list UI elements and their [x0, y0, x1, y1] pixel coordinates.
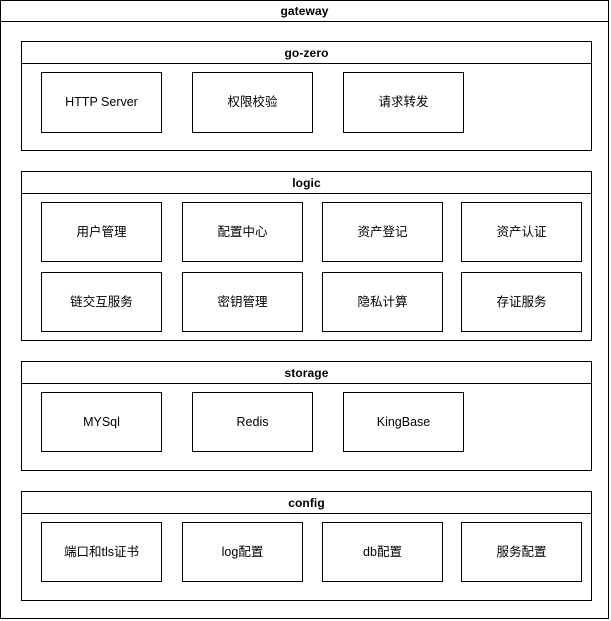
node-chain-interaction-service: 链交互服务: [41, 272, 162, 332]
node-auth-check: 权限校验: [192, 72, 313, 133]
panel-storage-title: storage: [284, 365, 329, 380]
panel-logic-title: logic: [292, 175, 321, 190]
panel-go-zero-title: go-zero: [284, 45, 329, 60]
panel-config-title-bar: config: [22, 492, 591, 514]
panel-go-zero-title-bar: go-zero: [22, 42, 591, 64]
node-request-forward: 请求转发: [343, 72, 464, 133]
node-kingbase: KingBase: [343, 392, 464, 452]
panel-storage: storage MYSql Redis KingBase: [21, 361, 592, 471]
node-user-management: 用户管理: [41, 202, 162, 262]
panel-logic: logic 用户管理 配置中心 资产登记 资产认证 链交互服务 密钥管理 隐私计…: [21, 171, 592, 341]
node-key-management: 密钥管理: [182, 272, 303, 332]
node-db-config: db配置: [322, 522, 443, 582]
node-service-config: 服务配置: [461, 522, 582, 582]
gateway-title: gateway: [280, 4, 329, 18]
gateway-title-bar: gateway: [1, 1, 608, 22]
node-mysql: MYSql: [41, 392, 162, 452]
node-redis: Redis: [192, 392, 313, 452]
panel-storage-title-bar: storage: [22, 362, 591, 384]
panel-config: config 端口和tls证书 log配置 db配置 服务配置: [21, 491, 592, 601]
node-privacy-computing: 隐私计算: [322, 272, 443, 332]
node-http-server: HTTP Server: [41, 72, 162, 133]
node-log-config: log配置: [182, 522, 303, 582]
panel-logic-title-bar: logic: [22, 172, 591, 194]
node-asset-registration: 资产登记: [322, 202, 443, 262]
node-port-and-tls-cert: 端口和tls证书: [41, 522, 162, 582]
panel-config-title: config: [288, 495, 325, 510]
node-asset-certification: 资产认证: [461, 202, 582, 262]
panel-go-zero: go-zero HTTP Server 权限校验 请求转发: [21, 41, 592, 151]
node-config-center: 配置中心: [182, 202, 303, 262]
node-evidence-service: 存证服务: [461, 272, 582, 332]
